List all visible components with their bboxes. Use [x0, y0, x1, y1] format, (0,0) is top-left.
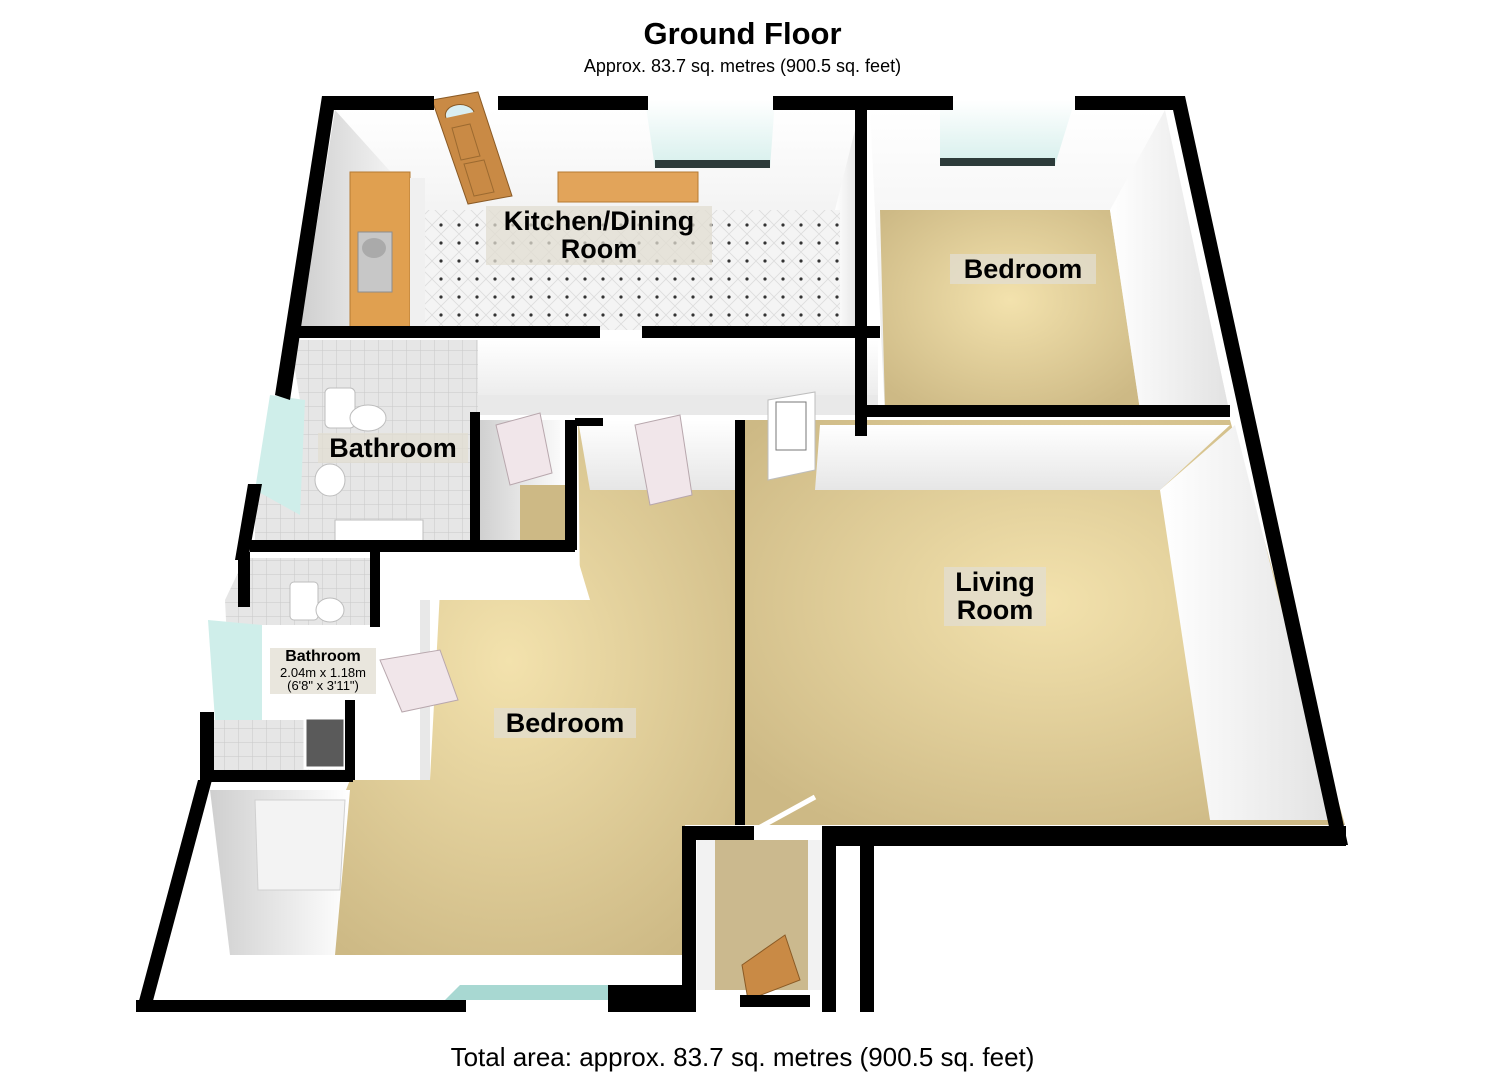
- toilet-icon: [349, 404, 387, 432]
- wardrobe-icon: [254, 799, 346, 891]
- label-bathroom-main: Bathroom: [318, 433, 468, 464]
- walls: [136, 96, 1348, 1012]
- floor-area-subtitle: Approx. 83.7 sq. metres (900.5 sq. feet): [583, 56, 902, 76]
- label-ensuite-dim-metric: 2.04m x 1.18m: [280, 664, 366, 680]
- label-kitchen-line2: Room: [560, 234, 638, 265]
- label-ensuite-name: Bathroom: [285, 648, 361, 665]
- floor-title: Ground Floor: [643, 16, 842, 51]
- total-area-footer: Total area: approx. 83.7 sq. metres (900…: [450, 1042, 1035, 1072]
- door-icon: [379, 649, 459, 713]
- label-living-line1: Living: [955, 567, 1035, 597]
- glazed-door-icon: [767, 391, 816, 481]
- label-bedroom-top: Bedroom: [950, 254, 1096, 285]
- front-door-icon: [431, 91, 513, 205]
- label-kitchen-line1: Kitchen/Dining: [503, 206, 695, 236]
- entrance-hall: [697, 794, 824, 1001]
- bathroom-lobby: [478, 412, 570, 545]
- shower-icon: [303, 716, 347, 770]
- toilet-icon: [315, 597, 345, 623]
- label-living-line2: Room: [956, 595, 1034, 626]
- sink-icon: [314, 463, 346, 497]
- label-bathroom-ensuite: Bathroom 2.04m x 1.18m (6'8" x 3'11"): [270, 648, 376, 695]
- label-ensuite-dim-imperial: (6'8" x 3'11"): [287, 678, 359, 694]
- bathroom-ensuite: [208, 558, 459, 772]
- door-icon: [495, 412, 553, 486]
- sink-icon: [357, 231, 393, 293]
- hallway: [478, 340, 878, 415]
- label-kitchen-dining: Kitchen/Dining Room: [486, 206, 712, 265]
- label-living-room: Living Room: [944, 567, 1046, 626]
- bedroom-left: [210, 414, 738, 1000]
- door-icon: [634, 414, 693, 506]
- toilet-cistern-icon: [289, 581, 319, 621]
- label-bedroom-left: Bedroom: [494, 708, 636, 739]
- toilet-cistern-icon: [324, 387, 356, 429]
- entrance-door-icon: [741, 934, 801, 1001]
